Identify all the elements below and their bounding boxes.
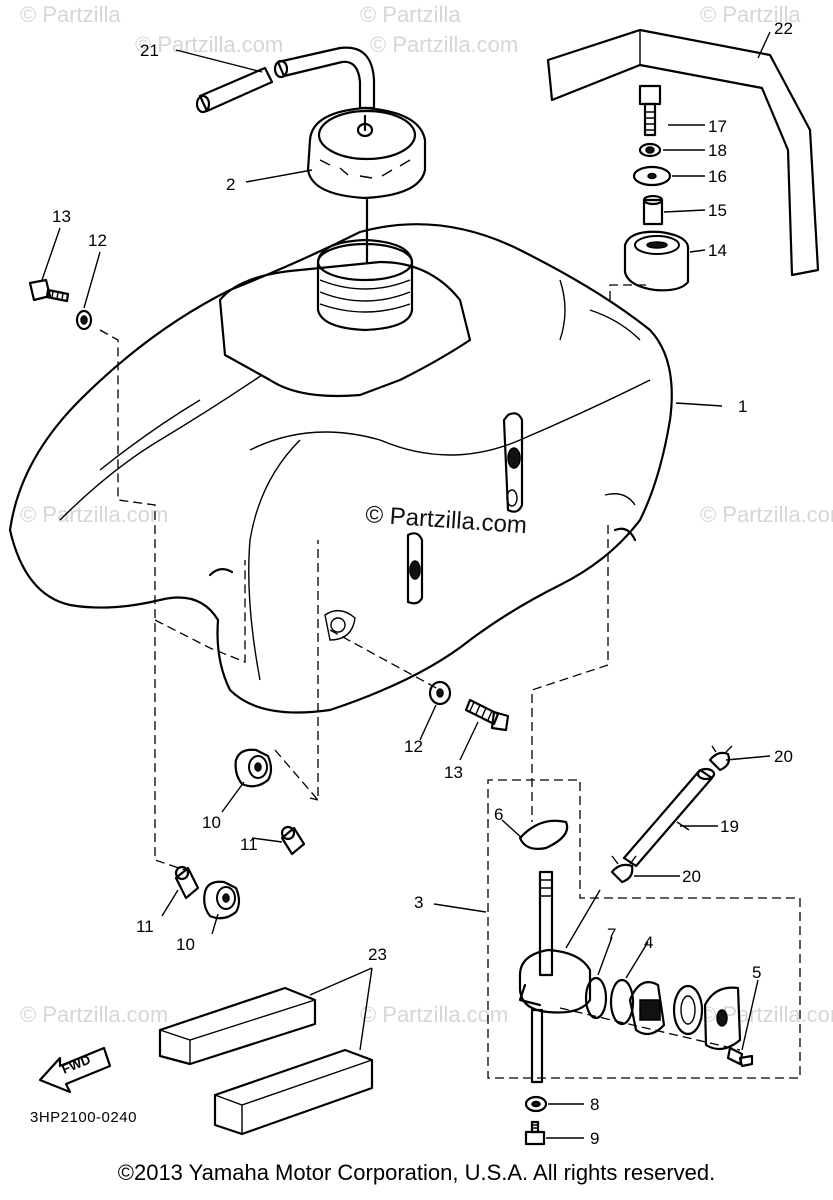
callout-9: 9 bbox=[590, 1129, 599, 1148]
mount-hardware-stack bbox=[623, 84, 690, 292]
callout-10: 10 bbox=[176, 935, 195, 954]
leader-lines bbox=[41, 31, 771, 1139]
callout-8: 8 bbox=[590, 1095, 599, 1114]
watermark: © Partzilla.com bbox=[700, 502, 833, 527]
callout-15: 15 bbox=[708, 201, 727, 220]
callout-7: 7 bbox=[607, 925, 616, 944]
callout-11: 11 bbox=[240, 835, 258, 854]
parts-8-9-washer-bolt bbox=[524, 1095, 548, 1146]
callout-12: 12 bbox=[88, 231, 107, 250]
callout-3: 3 bbox=[414, 893, 423, 912]
part-22-cover-strip bbox=[546, 28, 820, 277]
part-3-fuel-cock bbox=[518, 819, 754, 1084]
callout-1: 1 bbox=[738, 397, 747, 416]
part-21-vent-hose bbox=[195, 46, 376, 114]
dampers-and-collars bbox=[174, 748, 306, 920]
callout-18: 18 bbox=[708, 141, 727, 160]
callout-numbers: 1 2 3 4 5 6 7 8 9 10 10 11 11 12 12 13 1… bbox=[52, 19, 793, 1148]
callout-16: 16 bbox=[708, 167, 727, 186]
upper-left-bolt-washer bbox=[28, 278, 93, 331]
callout-12: 12 bbox=[404, 737, 423, 756]
callout-13: 13 bbox=[52, 207, 71, 226]
fwd-arrow: FWD bbox=[38, 1046, 112, 1094]
watermark: © Partzilla.com bbox=[20, 502, 168, 527]
assembly-guide-lines bbox=[99, 284, 801, 1079]
callout-2: 2 bbox=[226, 175, 235, 194]
center-watermark: © Partzilla.com bbox=[365, 501, 528, 539]
part-19-fuel-hose bbox=[610, 745, 733, 884]
callout-23: 23 bbox=[368, 945, 387, 964]
callout-19: 19 bbox=[720, 817, 739, 836]
watermark: © Partzilla.com bbox=[370, 32, 518, 57]
callout-20: 20 bbox=[682, 867, 701, 886]
copyright-notice: ©2013 Yamaha Motor Corporation, U.S.A. A… bbox=[117, 1160, 716, 1185]
watermark: © Partzilla.com bbox=[135, 32, 283, 57]
fwd-label: FWD bbox=[60, 1052, 93, 1077]
callout-10: 10 bbox=[202, 813, 221, 832]
callout-17: 17 bbox=[708, 117, 727, 136]
watermark: © Partzilla bbox=[20, 2, 121, 27]
watermark: © Partzilla bbox=[360, 2, 461, 27]
part-2-fuel-cap bbox=[306, 106, 427, 264]
callout-22: 22 bbox=[774, 19, 793, 38]
callout-4: 4 bbox=[644, 933, 653, 952]
callout-11: 11 bbox=[136, 917, 154, 936]
callout-13: 13 bbox=[444, 763, 463, 782]
watermark: © Partzilla.com bbox=[360, 1002, 508, 1027]
diagram-code: 3HP2100-0240 bbox=[30, 1109, 137, 1126]
middle-bolt-washer bbox=[428, 680, 510, 732]
part-23-foam-blocks bbox=[158, 986, 374, 1136]
callout-20: 20 bbox=[774, 747, 793, 766]
callout-6: 6 bbox=[494, 805, 503, 824]
watermark: © Partzilla.com bbox=[20, 1002, 168, 1027]
callout-21: 21 bbox=[140, 41, 159, 60]
callout-14: 14 bbox=[708, 241, 727, 260]
watermark: © Partzilla bbox=[700, 2, 801, 27]
part-1-fuel-tank bbox=[8, 223, 673, 714]
callout-5: 5 bbox=[752, 963, 761, 982]
